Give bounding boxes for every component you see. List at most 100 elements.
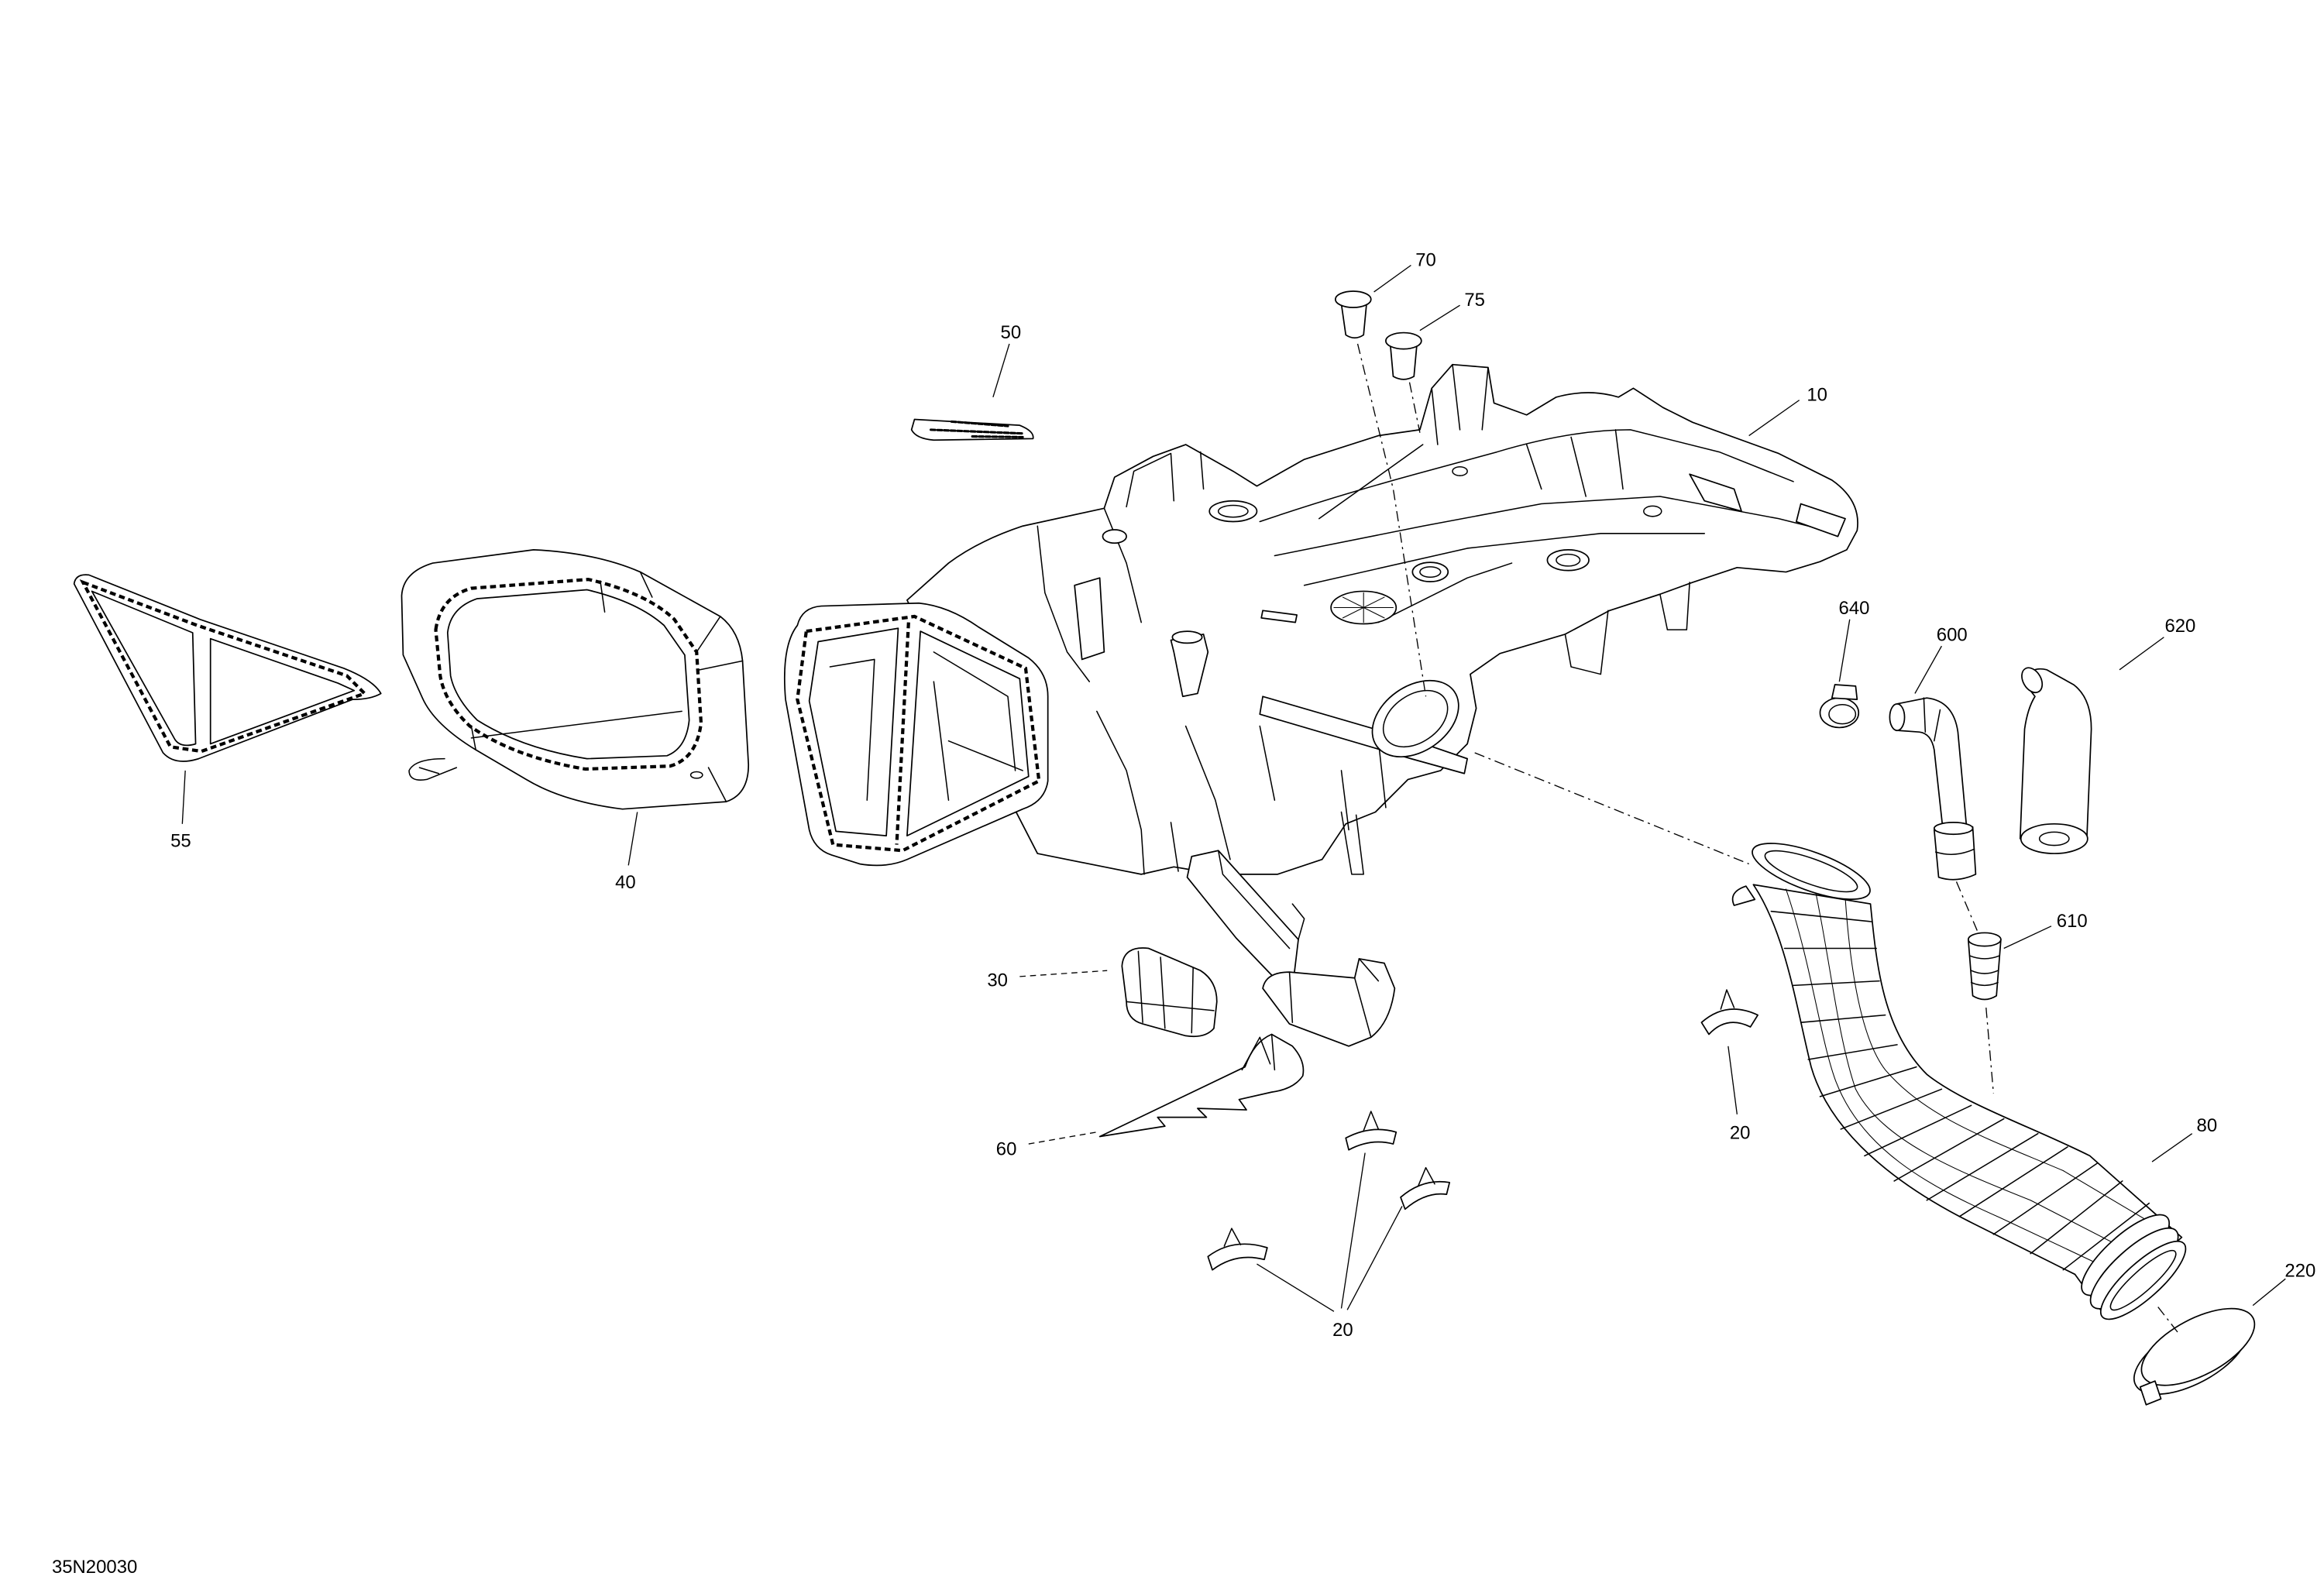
part-220	[2133, 1307, 2256, 1406]
lower-bracket	[1262, 958, 1396, 1047]
part-80-inlet	[1752, 843, 1871, 900]
part-620-end	[2021, 667, 2044, 694]
part-600-cuff-rib	[1934, 848, 1975, 855]
part-610-top	[1967, 932, 2002, 947]
callout-60: 60	[996, 1138, 1017, 1159]
part-75	[1385, 331, 1422, 380]
part-40-opening	[446, 589, 690, 760]
part-600-end	[1889, 702, 1906, 732]
assembly-line	[2157, 1307, 2180, 1334]
part-50-decal-print	[929, 420, 1024, 438]
callout-30: 30	[987, 970, 1008, 991]
callout-20-bottom: 20	[1332, 1320, 1353, 1341]
clip-fin	[1418, 1166, 1435, 1186]
part-10-hole	[1102, 529, 1127, 544]
drawing-id: 35N20030	[52, 1557, 137, 1578]
callout-80: 80	[2197, 1115, 2218, 1136]
part-10-port	[1411, 561, 1449, 582]
part-10-port-inner	[1419, 566, 1442, 579]
lower-bracket-outline	[1262, 958, 1396, 1047]
part-70-top	[1334, 290, 1372, 308]
assembly-line	[1955, 881, 1978, 931]
clip-fin	[1363, 1111, 1380, 1132]
callout-labels: 70 75 50 10 640 600 620 55 40 610 30 20 …	[52, 249, 2315, 1578]
part-610-body	[1967, 939, 2002, 1001]
callout-55: 55	[170, 830, 191, 851]
clip-body	[1207, 1243, 1268, 1271]
callout-610: 610	[2057, 911, 2088, 932]
leader-line-80	[2151, 1133, 2193, 1162]
part-220-clip	[2139, 1380, 2162, 1406]
part-40-hole	[689, 771, 703, 779]
callout-220: 220	[2284, 1260, 2315, 1281]
part-10	[783, 363, 1858, 875]
assembly-lines	[1356, 343, 2180, 1334]
part-70-body	[1340, 303, 1367, 339]
part-620-elbow	[2019, 668, 2092, 840]
part-80-grid	[1785, 888, 2159, 1268]
clip-fin	[1223, 1228, 1242, 1247]
part-80-ribs	[1770, 910, 2150, 1271]
part-75-top	[1385, 331, 1422, 350]
callout-600: 600	[1937, 625, 1968, 646]
part-10-hole	[1452, 465, 1468, 476]
assembly-line	[1356, 343, 1427, 697]
assembly-line	[1985, 1007, 1995, 1094]
callout-10: 10	[1807, 385, 1827, 406]
part-10-sensor-cap	[1171, 630, 1203, 644]
part-80-outlet-inner	[2109, 1249, 2177, 1311]
part-30-outline	[1121, 947, 1218, 1038]
leader-line-220	[2252, 1278, 2286, 1307]
part-80-inlet-inner	[1764, 850, 1858, 893]
callout-40: 40	[615, 872, 636, 893]
part-220-face	[2140, 1307, 2256, 1386]
part-640-ring-inner	[1828, 704, 1857, 725]
callout-620: 620	[2164, 616, 2195, 637]
part-600-cuff-top	[1933, 822, 1974, 836]
lower-bracket-details	[1288, 958, 1380, 1039]
leader-line-600	[1914, 645, 1942, 694]
lower-plate-details	[1217, 850, 1305, 950]
leader-lines	[181, 264, 2286, 1312]
part-610	[1967, 932, 2002, 1001]
part-60-fin	[1241, 1033, 1276, 1071]
leader-line-10	[1748, 400, 1800, 437]
part-20-clip	[1207, 1228, 1268, 1271]
leader-line-40	[627, 812, 638, 866]
clip-body	[1345, 1128, 1397, 1151]
part-80-outlet	[2099, 1240, 2187, 1320]
part-10-port	[1546, 548, 1590, 572]
callout-20-right: 20	[1730, 1122, 1751, 1143]
part-600	[1889, 697, 1977, 881]
leader-line-610	[2003, 925, 2052, 950]
part-50	[910, 418, 1034, 441]
callout-75: 75	[1464, 290, 1485, 311]
leader-line-640	[1838, 619, 1851, 682]
part-10-frame-opening	[808, 627, 1030, 836]
clip-body	[1700, 1008, 1758, 1035]
leader-line-620	[2119, 637, 2164, 671]
part-640	[1819, 684, 1860, 729]
part-30	[1121, 947, 1218, 1038]
part-10-port	[1208, 500, 1258, 523]
part-10-sensor	[1170, 634, 1209, 698]
part-20-clip	[1700, 989, 1758, 1035]
leader-line-70	[1373, 264, 1411, 293]
part-70	[1334, 290, 1372, 339]
part-40-gasket	[434, 577, 703, 771]
part-20-clip	[1345, 1111, 1397, 1151]
leader-line-20-bottom	[1257, 1152, 1403, 1312]
leader-line-75	[1419, 304, 1460, 331]
leader-line-60	[1028, 1132, 1097, 1145]
callout-640: 640	[1839, 598, 1870, 619]
part-620-opening-inner	[2038, 831, 2070, 847]
part-600-bend	[1923, 697, 1941, 742]
part-10-ledges	[1074, 473, 1846, 661]
part-10-hole	[1643, 505, 1662, 517]
part-10-outlet-inner	[1382, 689, 1449, 748]
part-80	[1731, 843, 2187, 1320]
part-620-opening	[2020, 822, 2089, 854]
part-600-tube	[1896, 697, 1968, 833]
part-600-cuff	[1933, 826, 1977, 881]
